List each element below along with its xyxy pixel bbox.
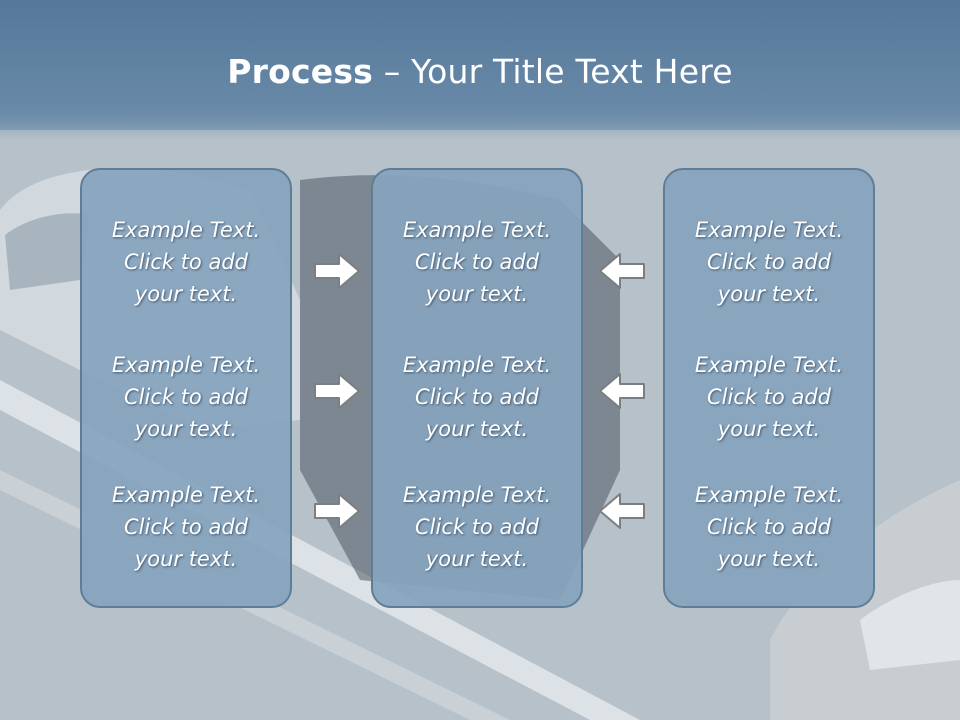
- text-line: your text.: [134, 547, 238, 571]
- text-item[interactable]: Example Text. Click to add your text.: [665, 479, 873, 575]
- text-line: Example Text.: [694, 218, 844, 242]
- text-item[interactable]: Example Text. Click to add your text.: [82, 479, 290, 575]
- text-item[interactable]: Example Text. Click to add your text.: [373, 479, 581, 575]
- process-box-right[interactable]: Example Text. Click to add your text. Ex…: [663, 168, 875, 608]
- text-item[interactable]: Example Text. Click to add your text.: [373, 214, 581, 310]
- text-line: your text.: [717, 282, 821, 306]
- text-item[interactable]: Example Text. Click to add your text.: [665, 349, 873, 445]
- text-line: Example Text.: [111, 218, 261, 242]
- arrow-right-icon: [314, 493, 360, 529]
- slide-title: Process – Your Title Text Here: [0, 52, 960, 91]
- arrow-left-icon: [599, 253, 645, 289]
- text-line: Example Text.: [694, 353, 844, 377]
- arrow-left-icon: [599, 373, 645, 409]
- text-line: Click to add: [123, 515, 248, 539]
- text-line: Example Text.: [111, 483, 261, 507]
- title-bold: Process: [227, 52, 374, 91]
- arrow-left-icon: [599, 493, 645, 529]
- text-line: Click to add: [706, 250, 831, 274]
- text-line: your text.: [425, 282, 529, 306]
- text-line: Example Text.: [402, 483, 552, 507]
- text-line: Click to add: [706, 385, 831, 409]
- text-line: your text.: [717, 547, 821, 571]
- text-line: your text.: [134, 417, 238, 441]
- text-line: your text.: [425, 417, 529, 441]
- text-line: your text.: [425, 547, 529, 571]
- text-line: Click to add: [414, 250, 539, 274]
- text-line: Example Text.: [694, 483, 844, 507]
- title-band: [0, 0, 960, 140]
- text-item[interactable]: Example Text. Click to add your text.: [665, 214, 873, 310]
- text-line: Click to add: [414, 385, 539, 409]
- text-line: Example Text.: [111, 353, 261, 377]
- text-item[interactable]: Example Text. Click to add your text.: [82, 214, 290, 310]
- arrow-right-icon: [314, 373, 360, 409]
- text-line: your text.: [717, 417, 821, 441]
- text-line: Click to add: [414, 515, 539, 539]
- text-item[interactable]: Example Text. Click to add your text.: [373, 349, 581, 445]
- arrow-right-icon: [314, 253, 360, 289]
- text-item[interactable]: Example Text. Click to add your text.: [82, 349, 290, 445]
- title-rest: – Your Title Text Here: [373, 52, 733, 91]
- process-box-left[interactable]: Example Text. Click to add your text. Ex…: [80, 168, 292, 608]
- text-line: Click to add: [123, 385, 248, 409]
- text-line: your text.: [134, 282, 238, 306]
- process-box-middle[interactable]: Example Text. Click to add your text. Ex…: [371, 168, 583, 608]
- text-line: Click to add: [706, 515, 831, 539]
- text-line: Click to add: [123, 250, 248, 274]
- text-line: Example Text.: [402, 218, 552, 242]
- text-line: Example Text.: [402, 353, 552, 377]
